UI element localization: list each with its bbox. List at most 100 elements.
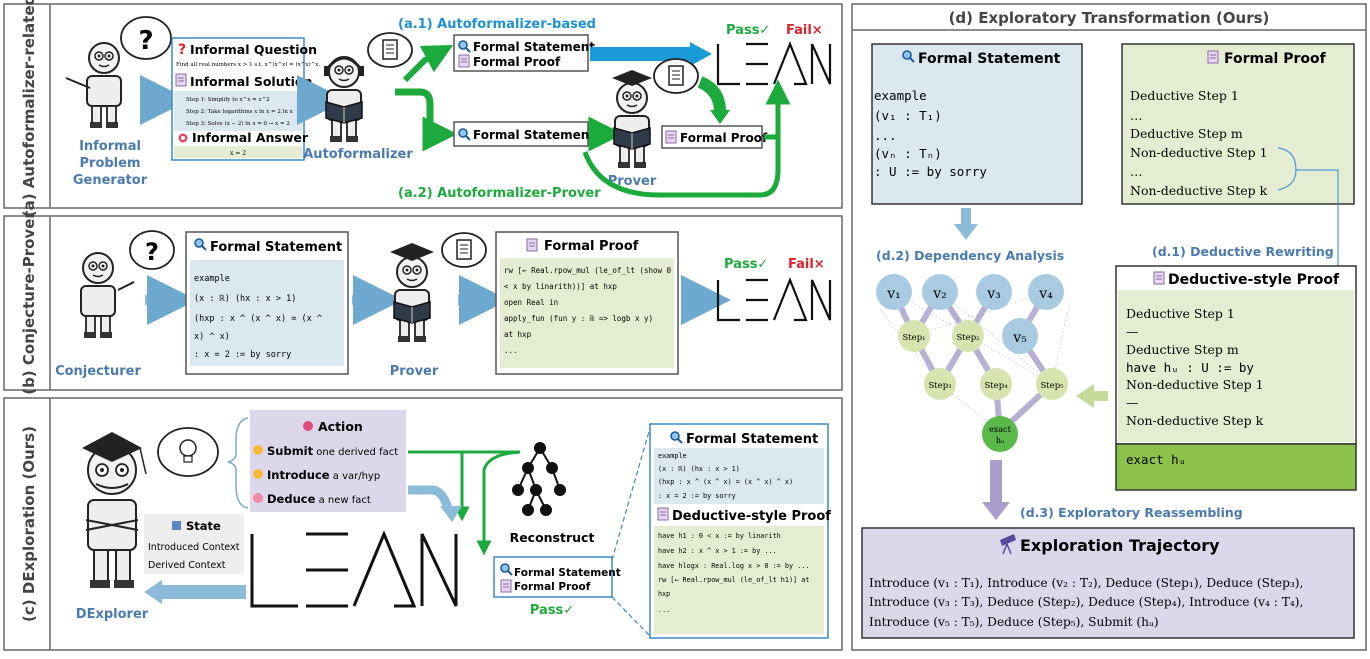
arrow-proof-to-graph-head <box>1076 384 1094 408</box>
d2-label: (d.2) Dependency Analysis <box>876 248 1064 263</box>
a2-formal-statement: Formal Statement <box>473 128 595 142</box>
a-pass-label: Pass✓ <box>726 23 770 38</box>
svg-text:Introduce a var/hyp: Introduce a var/hyp <box>267 468 380 482</box>
b-proof-line-4: apply_fun (fun y : ℝ => logb x y) <box>504 314 653 323</box>
c-deductive-title: Deductive-style Proof <box>672 509 831 524</box>
dexplorer-label: DExplorer <box>76 607 149 622</box>
action-submit-rest: one derived fact <box>313 447 398 458</box>
informal-question-text: Find all real numbers x > 1 s.t. x^(x^x)… <box>176 61 320 68</box>
solution-step-3: Step 3: Solve (x − 2) ln x = 0 → x = 2 <box>186 120 290 127</box>
telescope-icon <box>1000 534 1016 555</box>
c-detail-box: Formal Statement example (x : ℝ) (hx : x… <box>649 423 831 639</box>
d-proof-line-4: Non-deductive Step 1 <box>1130 145 1268 160</box>
d-ded-line-5: Non-deductive Step 1 <box>1126 377 1264 392</box>
exact-bar <box>1115 443 1357 491</box>
d-ded-line-1: Deductive Step 1 <box>1126 306 1235 321</box>
graph-node-v3 <box>976 274 1012 310</box>
informal-qa-box: ? Informal Question Find all real number… <box>171 37 320 161</box>
graph-label-exact-sub: hᵤ <box>996 436 1005 445</box>
informal-question-title: Informal Question <box>190 42 317 57</box>
panel-d: (d) Exploratory Transformation (Ours) Fo… <box>851 3 1367 651</box>
b-stmt-line-5: : x = 2 := by sorry <box>194 350 291 360</box>
arrow-autoformalizer-to-a1 <box>402 44 454 83</box>
d-deductive-proof-title: Deductive-style Proof <box>1168 272 1340 288</box>
c-stmt-line-2: (x : ℝ) (hx : x > 1) <box>658 465 740 473</box>
dexplorer-robot <box>82 427 219 588</box>
a1-formal-proof: Formal Proof <box>473 55 561 69</box>
d3-label: (d.3) Exploratory Reassembling <box>1020 505 1243 520</box>
autoformalizer-robot <box>324 32 413 143</box>
d-ded-line-7: Non-deductive Step k <box>1126 413 1264 428</box>
c-statement-title: Formal Statement <box>686 432 818 447</box>
graph-label-v2: v₂ <box>932 286 947 302</box>
d-ded-line-6: — <box>1126 395 1139 410</box>
state-item-2: Derived Context <box>148 560 226 571</box>
panel-c-side-label: (c) DExploration (Ours) <box>20 426 38 622</box>
c-ded-line-5: hxp <box>658 590 670 598</box>
graph-label-v3: v₃ <box>986 286 1001 302</box>
dependency-graph: v₁ v₂ v₃ v₄ v₅ Step₁ Step₂ Step₃ Step₄ S… <box>876 274 1071 452</box>
c-formal-proof: Formal Proof <box>514 581 591 593</box>
b-stmt-line-2: (x : ℝ) (hx : x > 1) <box>194 294 296 304</box>
d-statement-box: Formal Statement example (v₁ : T₁) ... (… <box>871 43 1083 205</box>
graph-node-v4 <box>1028 274 1064 310</box>
d-ded-line-2: — <box>1126 324 1139 339</box>
graph-node-step3 <box>924 368 956 400</box>
chart-icon <box>172 521 181 530</box>
lightbulb-icon <box>179 439 197 457</box>
c-ded-line-4: rw [← Real.rpow_mul (le_of_lt h1)] at <box>658 576 809 584</box>
generator-label-3: Generator <box>73 173 148 188</box>
d-proof-line-5: … <box>1130 164 1143 179</box>
a-fail-label: Fail× <box>786 23 823 38</box>
b-fail-label: Fail× <box>788 257 825 272</box>
d-proof-line-2: … <box>1130 108 1143 123</box>
informal-answer-value: x = 2 <box>230 150 246 157</box>
c-ded-line-2: have h2 : x ^ x > 1 := by ... <box>658 547 777 555</box>
trajectory-line-1: Introduce (v₁ : T₁), Introduce (v₂ : T₂)… <box>869 576 1303 590</box>
b-proof-line-5: at hxp <box>504 330 532 339</box>
graph-label-step4: Step₄ <box>984 381 1008 391</box>
graph-label-v5: v₅ <box>1012 330 1027 346</box>
arrow-lean-to-dexplorer-head <box>144 580 162 604</box>
a1-arrow-head <box>690 42 712 66</box>
c-statement-proof-box: Formal Statement Formal Proof <box>493 556 621 598</box>
b-formal-proof-title: Formal Proof <box>544 239 639 254</box>
d-deductive-proof-box: Deductive-style Proof Deductive Step 1 —… <box>1115 265 1357 491</box>
b-stmt-line-3: (hxp : x ^ (x ^ x) = (x ^ <box>194 314 322 324</box>
trajectory-box: Exploration Trajectory Introduce (v₁ : T… <box>861 527 1355 639</box>
action-brace <box>227 417 249 509</box>
a2-statement-box: Formal Statement <box>453 121 595 147</box>
solution-step-2: Step 2: Take logarithms x ln x = 2 ln x <box>186 109 294 115</box>
panel-a: (a) Autoformalizer-related ? Informal Pr… <box>3 0 843 217</box>
brain-icon <box>303 421 313 431</box>
action-deduce-bold: Deduce <box>267 492 316 506</box>
d-stmt-line-3: ... <box>874 128 897 143</box>
d-ded-line-4: have hᵤ : U := by <box>1126 360 1254 375</box>
graph-label-v1: v₁ <box>886 286 901 302</box>
a2-label: (a.2) Autoformalizer-Prover <box>398 186 601 201</box>
solution-step-1: Step 1: Simplify to x^x = x^2 <box>186 96 270 103</box>
graph-node-step1 <box>898 320 930 352</box>
generator-label-1: Informal <box>79 139 141 154</box>
d-proof-line-6: Non-deductive Step k <box>1130 183 1268 198</box>
svg-text:?: ? <box>138 26 153 56</box>
panel-a-side-label: (a) Autoformalizer-related <box>20 0 38 217</box>
panel-c: (c) DExploration (Ours) DExplorer Action <box>3 397 843 651</box>
introduce-emoji-icon <box>253 469 263 479</box>
arrow-a2-to-lean <box>582 79 791 198</box>
arrow-autoformalizer-to-a2 <box>395 88 458 152</box>
c-ded-line-6: ... <box>658 606 670 614</box>
graph-label-step3: Step₃ <box>928 381 951 391</box>
prover-robot-b <box>390 232 487 343</box>
a2-formal-proof: Formal Proof <box>680 131 768 145</box>
b-proof-line-6: ... <box>504 346 518 355</box>
graph-node-v2 <box>922 274 958 310</box>
deduce-emoji-icon <box>253 493 263 503</box>
c-ded-line-3: have hlogx : Real.log x > 0 := by ... <box>658 562 809 570</box>
state-title: State <box>186 519 221 533</box>
d-stmt-line-2: (v₁ : T₁) <box>874 108 942 123</box>
trajectory-line-2: Introduce (v₃ : T₃), Deduce (Step₂), Ded… <box>869 595 1303 609</box>
informal-solution-title: Informal Solution <box>190 74 312 89</box>
d-stmt-line-1: example <box>874 88 927 103</box>
a2-proof-box: Formal Proof <box>661 125 768 149</box>
